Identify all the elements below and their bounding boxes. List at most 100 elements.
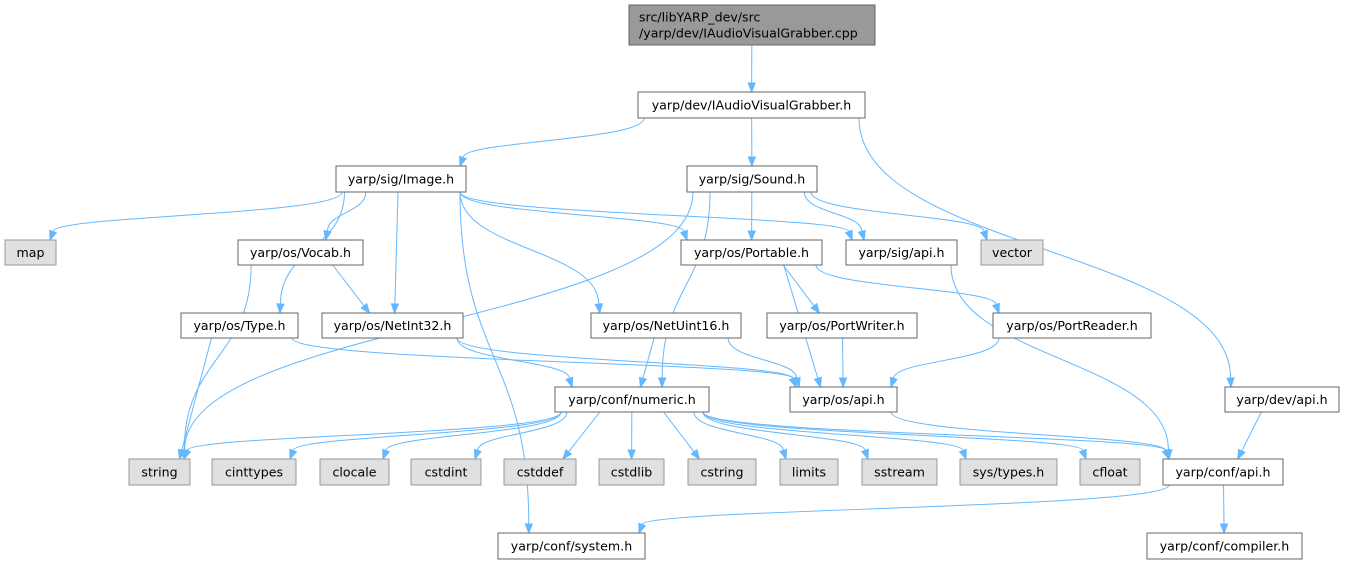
node-box <box>845 239 958 266</box>
edge-line <box>477 411 568 451</box>
edge-grabber_h-to-sound_h <box>747 117 757 168</box>
node-box <box>1224 386 1340 413</box>
node-label: yarp/conf/compiler.h <box>1160 539 1290 554</box>
node-os-api-h[interactable]: yarp/os/api.h <box>789 386 898 413</box>
node-cstdlib[interactable]: cstdlib <box>598 458 665 486</box>
edge-grabber_h-to-dev_api_h <box>858 117 1235 389</box>
node-map[interactable]: map <box>4 239 57 266</box>
node-label: yarp/os/NetUint16.h <box>603 318 730 333</box>
edge-sig_api_h-to-conf_api_h <box>950 264 1173 461</box>
edge-line <box>642 337 655 379</box>
edge-line <box>641 484 1170 526</box>
arrowhead-icon <box>838 377 848 389</box>
edge-line <box>568 411 601 453</box>
arrowhead-icon <box>276 303 285 315</box>
edge-sound_h-to-sig_api_h <box>803 191 866 242</box>
node-cinttypes[interactable]: cinttypes <box>211 458 297 486</box>
edge-line <box>663 411 695 453</box>
node-box <box>959 458 1058 486</box>
node-label: vector <box>992 245 1033 260</box>
edge-line <box>702 411 1167 452</box>
node-portwriter-h[interactable]: yarp/os/PortWriter.h <box>766 312 918 339</box>
node-clocale[interactable]: clocale <box>319 458 390 486</box>
edge-grabber_h-to-image_h <box>459 117 645 168</box>
edge-numeric_h-to-limits <box>693 411 788 461</box>
node-label: yarp/os/api.h <box>802 392 884 407</box>
node-root[interactable]: src/libYARP_dev/src/yarp/dev/IAudioVisua… <box>628 4 876 46</box>
node-label: cinttypes <box>225 465 283 480</box>
node-box <box>628 4 876 46</box>
node-grabber-h[interactable]: yarp/dev/IAudioVisualGrabber.h <box>637 91 866 119</box>
node-sys-types-h[interactable]: sys/types.h <box>959 458 1058 486</box>
node-box <box>686 165 818 193</box>
edge-line <box>186 411 562 452</box>
edge-line <box>893 337 1000 379</box>
edge-line <box>456 337 794 379</box>
edge-vocab_h-to-netint32_h <box>332 264 371 315</box>
node-label: yarp/conf/api.h <box>1175 465 1270 480</box>
node-system-h[interactable]: yarp/conf/system.h <box>497 532 646 560</box>
arrowhead-icon <box>1219 523 1229 535</box>
node-label: cstring <box>700 465 743 480</box>
edge-line <box>394 191 399 305</box>
node-box <box>779 458 839 486</box>
node-box <box>598 458 665 486</box>
node-image-h[interactable]: yarp/sig/Image.h <box>335 165 467 193</box>
edge-line <box>858 117 1232 379</box>
arrowhead-icon <box>657 377 667 389</box>
edge-line <box>803 191 863 232</box>
edge-type_h-to-string <box>177 337 212 461</box>
node-dev-api-h[interactable]: yarp/dev/api.h <box>1224 386 1340 413</box>
node-vocab-h[interactable]: yarp/os/Vocab.h <box>237 239 364 266</box>
arrowhead-icon <box>844 229 853 242</box>
node-portable-h[interactable]: yarp/os/Portable.h <box>680 239 823 266</box>
arrowhead-icon <box>390 303 400 315</box>
arrowhead-icon <box>857 229 866 242</box>
edge-portable_h-to-portwriter_h <box>782 264 821 315</box>
node-portreader-h[interactable]: yarp/os/PortReader.h <box>992 312 1152 339</box>
node-cstddef[interactable]: cstddef <box>503 458 577 486</box>
node-label: yarp/sig/Sound.h <box>699 172 806 187</box>
node-numeric-h[interactable]: yarp/conf/numeric.h <box>554 386 710 413</box>
node-netint32-h[interactable]: yarp/os/NetInt32.h <box>321 312 464 339</box>
edge-line <box>332 264 365 307</box>
node-box <box>497 532 646 560</box>
edge-numeric_h-to-cstring <box>663 411 701 461</box>
node-vector[interactable]: vector <box>980 239 1044 266</box>
edge-line <box>950 264 1169 451</box>
node-conf-api-h[interactable]: yarp/conf/api.h <box>1162 458 1284 486</box>
node-compiler-h[interactable]: yarp/conf/compiler.h <box>1146 532 1303 560</box>
arrowhead-icon <box>183 448 192 461</box>
edge-line <box>291 337 794 379</box>
arrowhead-icon <box>49 229 58 242</box>
node-netuint16-h[interactable]: yarp/os/NetUint16.h <box>590 312 742 339</box>
edge-line <box>815 264 997 305</box>
edge-line <box>702 411 866 451</box>
edge-line <box>810 191 985 232</box>
graph-edges <box>49 44 1262 535</box>
node-box <box>4 239 57 266</box>
node-label: yarp/dev/IAudioVisualGrabber.h <box>652 98 852 113</box>
node-cfloat[interactable]: cfloat <box>1079 458 1141 486</box>
edge-netuint16_h-to-numeric_h <box>638 337 655 389</box>
edge-line <box>459 191 850 232</box>
arrowhead-icon <box>747 230 756 242</box>
node-type-h[interactable]: yarp/os/Type.h <box>180 312 299 339</box>
node-cstring[interactable]: cstring <box>687 458 757 486</box>
node-box <box>789 386 898 413</box>
node-sig-api-h[interactable]: yarp/sig/api.h <box>845 239 958 266</box>
arrowhead-icon <box>473 448 482 461</box>
node-sound-h[interactable]: yarp/sig/Sound.h <box>686 165 818 193</box>
edge-sound_h-to-portable_h <box>747 191 756 242</box>
edge-image_h-to-netint32_h <box>390 191 400 315</box>
node-string[interactable]: string <box>128 458 191 486</box>
node-cstdint[interactable]: cstdint <box>410 458 482 486</box>
node-limits[interactable]: limits <box>779 458 839 486</box>
arrowhead-icon <box>565 376 574 389</box>
edge-line <box>782 264 815 307</box>
arrowhead-icon <box>747 156 757 168</box>
node-sstream[interactable]: sstream <box>861 458 938 486</box>
edge-vocab_h-to-string <box>180 264 252 461</box>
edge-line <box>693 411 784 451</box>
